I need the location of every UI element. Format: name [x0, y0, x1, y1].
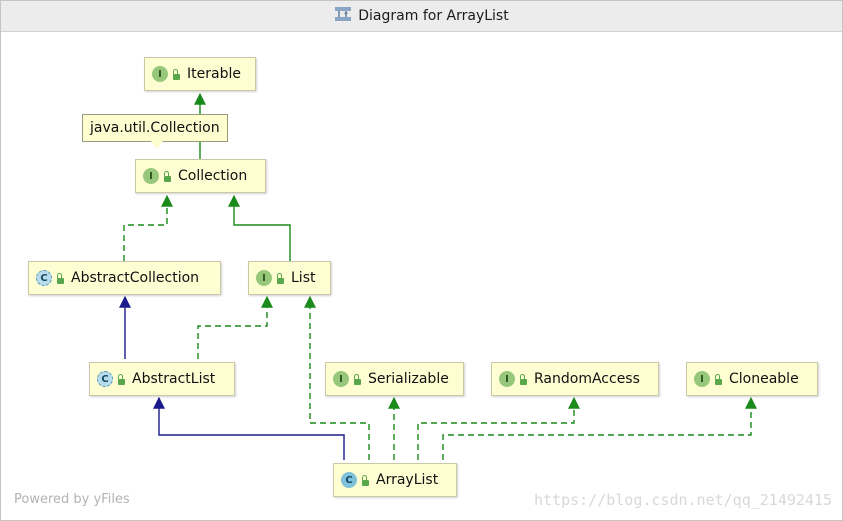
- node-label: AbstractList: [132, 371, 216, 387]
- edge-arraylist-cloneable: [442, 396, 757, 460]
- class-diagram-icon: [334, 6, 352, 26]
- interface-icon: I: [694, 371, 710, 387]
- tooltip-tail: [151, 141, 163, 149]
- node-list[interactable]: I List: [248, 261, 331, 295]
- abstract-class-icon: C: [97, 371, 113, 387]
- powered-by-label: Powered by yFiles: [14, 492, 130, 507]
- interface-icon: I: [143, 168, 159, 184]
- edge-abstractcollection-collection: [123, 194, 173, 261]
- window-title: Diagram for ArrayList: [358, 8, 509, 24]
- node-label: ArrayList: [376, 472, 439, 488]
- lock-icon: [117, 373, 126, 385]
- lock-icon: [172, 68, 181, 80]
- lock-icon: [361, 474, 370, 486]
- node-label: RandomAccess: [534, 371, 640, 387]
- node-iterable[interactable]: I Iterable: [144, 57, 256, 91]
- edge-arraylist-randomaccess: [417, 396, 580, 460]
- abstract-class-icon: C: [36, 270, 52, 286]
- node-cloneable[interactable]: I Cloneable: [686, 362, 818, 396]
- interface-icon: I: [152, 66, 168, 82]
- node-label: Serializable: [368, 371, 449, 387]
- interface-icon: I: [499, 371, 515, 387]
- interface-icon: I: [256, 270, 272, 286]
- lock-icon: [56, 272, 65, 284]
- node-random-access[interactable]: I RandomAccess: [491, 362, 659, 396]
- interface-icon: I: [333, 371, 349, 387]
- node-array-list[interactable]: C ArrayList: [333, 463, 457, 497]
- lock-icon: [163, 170, 172, 182]
- edge-abstractlist-list: [197, 295, 273, 359]
- node-serializable[interactable]: I Serializable: [325, 362, 464, 396]
- diagram-canvas[interactable]: I Iterable I Collection C AbstractCollec…: [1, 32, 842, 520]
- class-icon: C: [341, 472, 357, 488]
- node-abstract-list[interactable]: C AbstractList: [89, 362, 235, 396]
- node-label: Iterable: [187, 66, 241, 82]
- watermark-text: https://blog.csdn.net/qq_21492415: [533, 491, 832, 509]
- node-abstract-collection[interactable]: C AbstractCollection: [28, 261, 221, 295]
- edges-layer: [119, 92, 757, 460]
- node-label: AbstractCollection: [71, 270, 200, 286]
- lock-icon: [714, 373, 723, 385]
- title-bar: Diagram for ArrayList: [1, 1, 842, 32]
- lock-icon: [353, 373, 362, 385]
- node-collection[interactable]: I Collection: [135, 159, 266, 193]
- node-label: Collection: [178, 168, 248, 184]
- node-label: List: [291, 270, 316, 286]
- edge-list-collection: [228, 194, 291, 261]
- lock-icon: [276, 272, 285, 284]
- node-label: Cloneable: [729, 371, 799, 387]
- hover-tooltip: java.util.Collection: [82, 114, 228, 142]
- edge-arraylist-abstractlist: [153, 396, 345, 460]
- lock-icon: [519, 373, 528, 385]
